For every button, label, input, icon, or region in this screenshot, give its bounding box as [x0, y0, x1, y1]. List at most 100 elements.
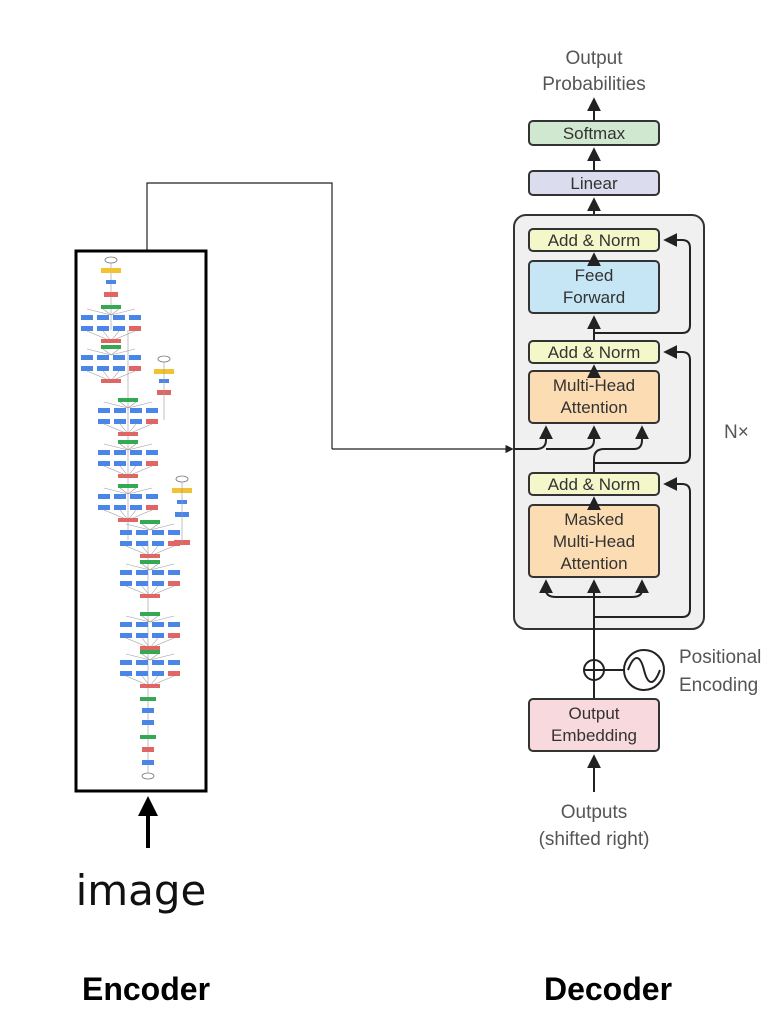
network-branch-link [110, 308, 120, 316]
network-conv-block [120, 660, 132, 665]
network-conv-block [106, 280, 116, 284]
network-branch-link [102, 348, 112, 356]
network-conv-block [98, 408, 110, 413]
network-branch-link [127, 401, 153, 409]
softmax-label: Softmax [563, 124, 626, 143]
mha-input-right [593, 425, 649, 473]
network-concat-block [140, 650, 160, 654]
network-branch-link [149, 653, 159, 661]
network-branch-link [110, 348, 120, 356]
network-conv-block [129, 355, 141, 360]
masked-attention-line1: Masked [564, 510, 624, 529]
masked-attention-line2: Multi-Head [553, 532, 635, 551]
network-branch-link [141, 615, 151, 623]
network-conv-block [168, 570, 180, 575]
network-conv-block [136, 541, 148, 546]
network-aux2-output-node [175, 475, 189, 483]
output-probabilities-line1: Output [565, 48, 623, 69]
network-conv-block [130, 408, 142, 413]
network-branch-link [86, 348, 112, 356]
network-conv-block [152, 541, 164, 546]
network-conv-block [168, 581, 180, 586]
output-embedding-block [528, 698, 660, 752]
linear-label: Linear [570, 174, 618, 193]
mha-input-left [514, 425, 553, 450]
feed-forward-line1: Feed [575, 266, 614, 285]
network-branch-link [119, 401, 129, 409]
network-conv-block [97, 326, 109, 331]
positional-encoding-line1: Positional [679, 647, 761, 668]
network-branch-link [125, 615, 151, 623]
network-softmax-block [101, 268, 121, 273]
network-pool-block [140, 594, 160, 598]
network-stem-block [142, 747, 154, 752]
network-branch-link [149, 615, 159, 623]
add-norm-bottom-label: Add & Norm [548, 475, 641, 494]
network-branch-link [119, 487, 129, 495]
network-conv-block [129, 326, 141, 331]
add-norm-bottom-block [528, 472, 660, 496]
network-conv-block [136, 622, 148, 627]
network-conv-block [113, 355, 125, 360]
network-branch-link [149, 653, 175, 661]
network-conv-block [129, 366, 141, 371]
add-norm-top-block [528, 228, 660, 252]
network-conv-block [97, 366, 109, 371]
encoder: image [74, 182, 514, 915]
network-pool-block [140, 684, 160, 688]
network-branch-link [141, 563, 151, 571]
network-conv-block [136, 570, 148, 575]
encoder-to-decoder-connector [146, 182, 333, 449]
network-conv-block [146, 505, 158, 510]
multi-head-attention-line1: Multi-Head [553, 376, 635, 395]
multi-head-attention-line2: Attention [560, 398, 627, 417]
network-conv-block [120, 570, 132, 575]
network-branch-link [149, 615, 175, 623]
network-conv-block [98, 450, 110, 455]
network-branch-link [127, 487, 153, 495]
network-conv-block [130, 461, 142, 466]
network-conv-block [98, 494, 110, 499]
network-stem-block [140, 697, 156, 701]
network-conv-block [114, 494, 126, 499]
network-conv-block [146, 419, 158, 424]
network-conv-block [81, 326, 93, 331]
network-conv-block [136, 660, 148, 665]
network-branch-link [102, 308, 112, 316]
network-conv-block [146, 408, 158, 413]
network-conv-block [113, 366, 125, 371]
network-concat-block [118, 440, 138, 444]
decoder: Output Probabilities Softmax Linear N× A… [513, 48, 761, 850]
network-conv-block [136, 581, 148, 586]
network-conv-block [152, 530, 164, 535]
network-conv-block [168, 671, 180, 676]
network-concat-block [101, 345, 121, 349]
masked-attention-line3: Attention [560, 554, 627, 573]
network-branch-link [125, 523, 151, 531]
network-branch-link [141, 523, 151, 531]
encoder-caption: Encoder [82, 971, 210, 1007]
network-conv-block [81, 315, 93, 320]
network-conv-block [152, 622, 164, 627]
image-label: image [76, 866, 207, 915]
add-norm-mid-label: Add & Norm [548, 343, 641, 362]
network-branch-link [149, 523, 159, 531]
network-conv-block [98, 419, 110, 424]
network-conv-block [114, 419, 126, 424]
output-embedding-line1: Output [568, 704, 619, 723]
network-conv-block [136, 671, 148, 676]
network-conv-block [81, 355, 93, 360]
network-input-node [141, 772, 155, 780]
network-conv-block [152, 671, 164, 676]
network-conv-block [136, 530, 148, 535]
network-conv-block [130, 450, 142, 455]
network-branch-link [125, 653, 151, 661]
masked-input-left [539, 579, 594, 598]
add-norm-top-label: Add & Norm [548, 231, 641, 250]
network-pool-block [140, 646, 160, 650]
network-concat-block [140, 612, 160, 616]
network-branch-link [103, 487, 129, 495]
residual-top [594, 233, 691, 334]
network-conv-block [97, 315, 109, 320]
